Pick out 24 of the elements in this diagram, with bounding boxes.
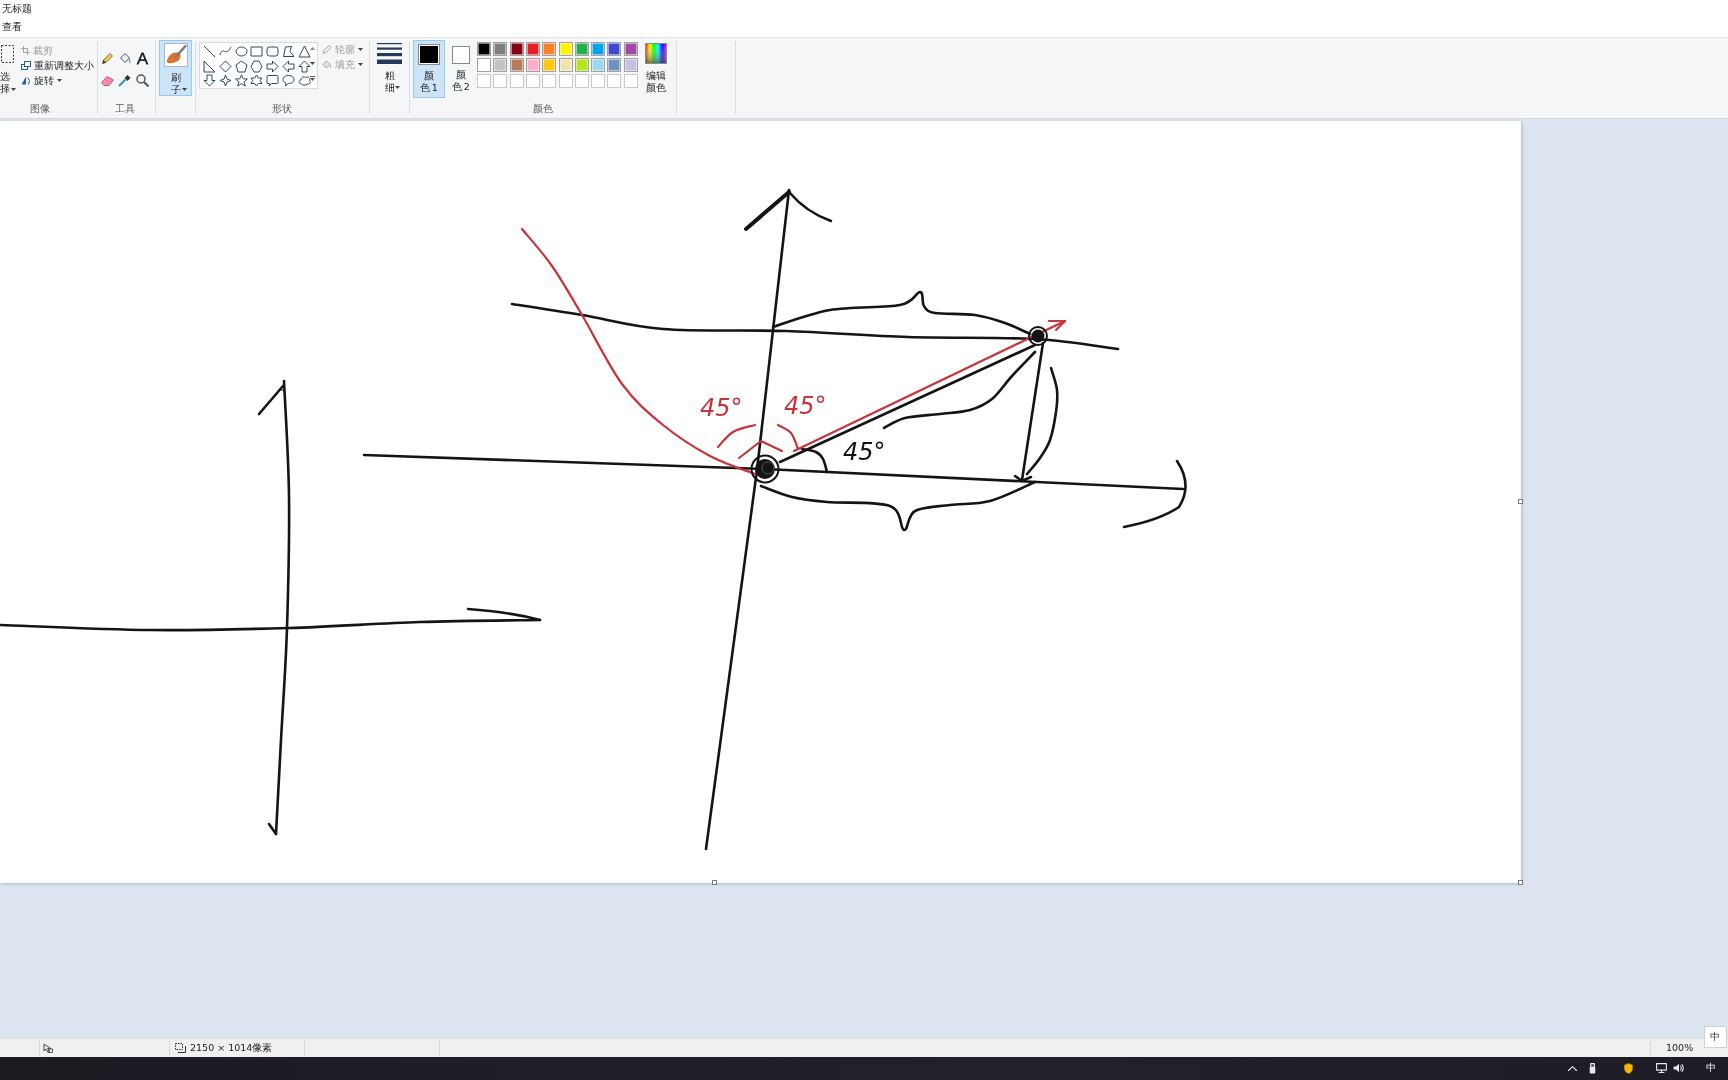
crop-label: 裁剪 — [33, 44, 53, 57]
group-label: 工具 — [115, 103, 135, 115]
group-label: 颜色 — [533, 103, 553, 115]
secondary-color-label: 颜色 2 — [452, 69, 470, 93]
angle-label: 45° — [784, 394, 827, 418]
group-label: 形状 — [272, 103, 292, 115]
angle-label: 45° — [700, 396, 743, 420]
zoom-level-text: 100% — [1666, 1042, 1694, 1054]
rotate-label: 旋转 — [34, 74, 54, 87]
primary-color-button: 颜色 1 — [413, 40, 445, 98]
image-size-text: 2150 × 1014像素 — [190, 1042, 273, 1054]
outline-label: 轮廓 — [335, 43, 355, 56]
window-title: 无标题 — [2, 3, 32, 15]
menu-label: 查看 — [2, 21, 22, 33]
angle-label: 45° — [843, 440, 886, 464]
edit-colors-label: 编辑颜色 — [645, 70, 667, 94]
select-label: 选择 — [0, 71, 10, 95]
size-label: 粗细 — [384, 70, 395, 94]
input-language-indicator: 中 — [1706, 1062, 1716, 1074]
input-language-popup: 中 — [1704, 1026, 1727, 1048]
fill-label: 填充 — [335, 58, 355, 71]
brushes-button: 刷子 — [159, 40, 192, 96]
resize-label: 重新调整大小 — [34, 59, 94, 72]
group-label: 图像 — [30, 103, 50, 115]
